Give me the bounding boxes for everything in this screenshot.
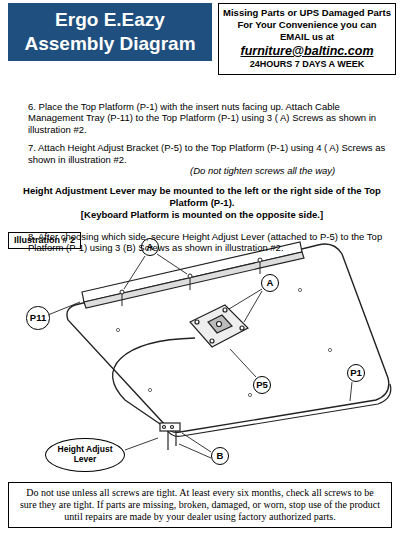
- warning-box: Do not use unless all screws are tight. …: [8, 482, 392, 528]
- callout-circle: B: [211, 447, 229, 465]
- node-text: P1: [350, 368, 362, 378]
- instruction-text: 8. After choosing which side, secure Hei…: [18, 231, 386, 254]
- callout-circle: P11: [26, 306, 49, 329]
- node-text: Missing Parts or UPS Damaged Parts For Y…: [223, 7, 391, 43]
- contact-box: Missing Parts or UPS Damaged Parts For Y…: [218, 3, 396, 75]
- lever: [160, 423, 180, 450]
- node-text: A: [267, 278, 274, 288]
- leader-lines: [48, 254, 352, 458]
- insert-nuts: [116, 288, 331, 396]
- title-band: Ergo E.Eazy Assembly Diagram: [8, 3, 212, 61]
- node-text: B: [217, 451, 224, 461]
- node-text: 24HOURS 7 DAYS A WEEK: [223, 59, 391, 71]
- title: Ergo E.Eazy Assembly Diagram: [16, 8, 204, 56]
- instruction-text: [Keyboard Platform is mounted on the opp…: [18, 209, 386, 220]
- height-adjust-bracket: [190, 305, 248, 347]
- top-platform: [67, 244, 389, 432]
- instruction-text: (Do not tighten screws all the way): [190, 165, 386, 176]
- node-text: P11: [30, 313, 46, 323]
- instruction-text: 6. Place the Top Platform (P-1) with the…: [18, 101, 386, 135]
- node-text: P5: [256, 380, 268, 390]
- tray-screws: [120, 258, 262, 306]
- node-text: Height Adjust Lever: [56, 445, 114, 465]
- callout-oval: Height Adjust Lever: [45, 438, 125, 472]
- callout-circle: A: [261, 274, 279, 292]
- node-text: Do not use unless all screws are tight. …: [17, 487, 383, 523]
- platform-edge: [167, 384, 391, 436]
- instruction-text: 7. Attach Height Adjust Bracket (P-5) to…: [18, 142, 386, 165]
- adjust-cable: [113, 338, 195, 426]
- instruction-text: Height Adjustment Lever may be mounted t…: [18, 185, 386, 208]
- node-text: furniture@baltinc.com: [223, 43, 391, 59]
